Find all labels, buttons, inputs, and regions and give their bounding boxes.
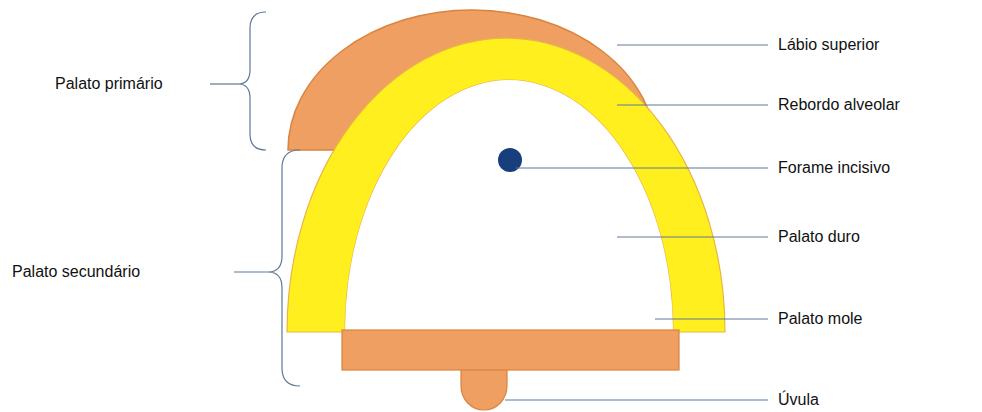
alveolar-ridge-shape [287,38,725,332]
part-label: Lábio superior [778,35,879,54]
part-label: Palato duro [778,227,860,246]
hard-palate-shape [345,80,673,332]
soft-palate-shape [342,330,679,370]
region-label: Palato secundário [12,262,140,281]
region-label: Palato primário [55,74,163,93]
bracket-line [234,271,268,272]
leader-line [516,168,768,169]
leader-line [505,400,768,401]
part-label: Palato mole [778,309,863,328]
part-label: Úvula [778,390,819,409]
bracket [268,150,300,386]
leader-line [617,105,768,106]
leader-lines [505,45,768,400]
part-label: Rebordo alveolar [778,95,900,114]
leader-line [617,237,768,238]
brackets [210,12,300,386]
part-label: Forame incisivo [778,158,890,177]
bracket-line [210,83,238,84]
leader-line [617,45,768,46]
leader-line [655,319,768,320]
uvula-shape [461,366,507,410]
bracket [238,12,266,150]
